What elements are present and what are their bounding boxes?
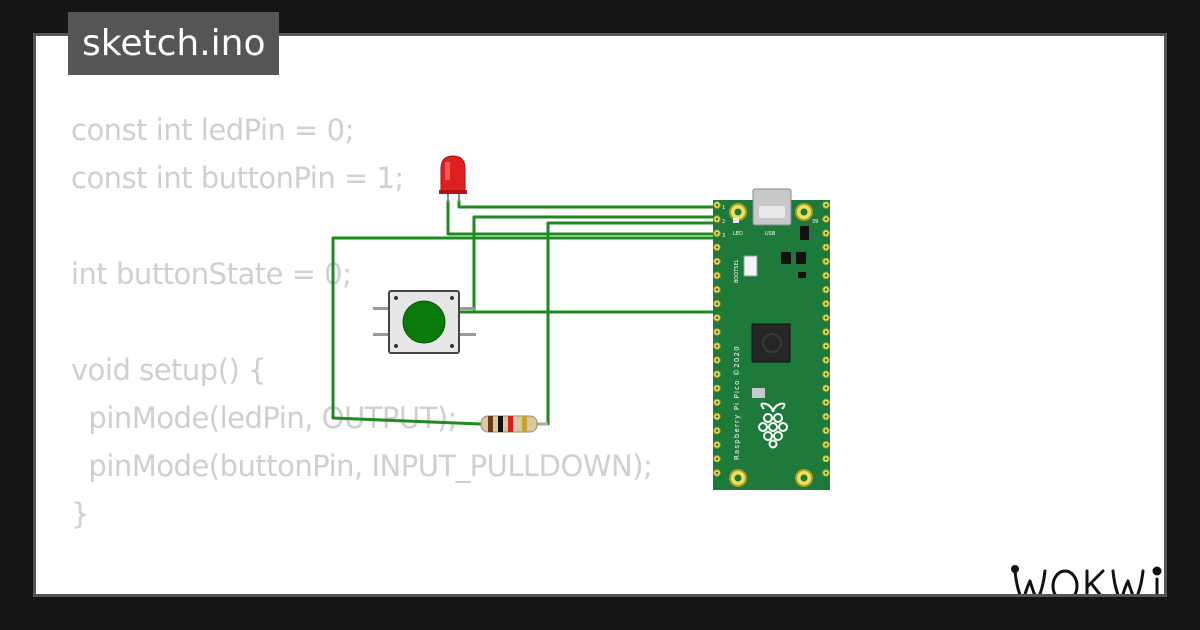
resistor-component (480, 415, 548, 433)
code-line: } (71, 497, 89, 531)
pin-1-label: 1 (722, 205, 725, 211)
pin-2-label: 2 (722, 219, 725, 225)
wire-led-cathode (446, 199, 718, 236)
wokwi-logo (1011, 565, 1162, 594)
board-name-label: Raspberry Pi Pico ©2020 (733, 345, 741, 460)
wire-resistor (546, 221, 718, 426)
button-cap (402, 300, 446, 344)
file-tab[interactable]: sketch.ino (68, 12, 280, 75)
usb-label: USB (765, 231, 776, 237)
raspberry-pi-pico-board[interactable]: 1 2 3 39 LED USB BOOTSEL Raspberry Pi Pi… (713, 188, 830, 490)
onboard-led (733, 218, 739, 223)
code-line: int buttonState = 0; (71, 257, 352, 291)
code-line: pinMode(buttonPin, INPUT_PULLDOWN); (71, 449, 653, 483)
wire-button-signal (472, 215, 718, 311)
pin-3-label: 3 (722, 233, 725, 239)
preview-card: const int ledPin = 0; const int buttonPin… (33, 33, 1167, 597)
code-line: void loop() { (71, 586, 652, 594)
bootsel-button (743, 255, 758, 277)
led-component[interactable] (439, 155, 467, 202)
code-line: void setup() { (71, 353, 267, 387)
raspberry-pi-logo-icon (758, 402, 788, 449)
pin-39-label: 39 (812, 219, 818, 225)
code-editor: const int ledPin = 0; const int buttonPin… (71, 106, 653, 594)
wire-button-power (331, 236, 718, 420)
led-label: LED (733, 231, 743, 237)
wire-led-anode (457, 199, 718, 209)
pushbutton-component[interactable] (373, 290, 476, 354)
code-line: const int ledPin = 0; (71, 113, 354, 147)
code-line: pinMode(ledPin, OUTPUT); (71, 401, 457, 435)
circuit-diagram: 1 2 3 39 LED USB BOOTSEL Raspberry Pi Pi… (331, 155, 830, 490)
wire-ground (331, 416, 483, 426)
right-pin-header (822, 201, 830, 477)
bootsel-label: BOOTSEL (734, 259, 740, 283)
rp2040-chip (751, 323, 791, 363)
code-line: const int buttonPin = 1; (71, 161, 404, 195)
left-pin-header (713, 201, 721, 477)
